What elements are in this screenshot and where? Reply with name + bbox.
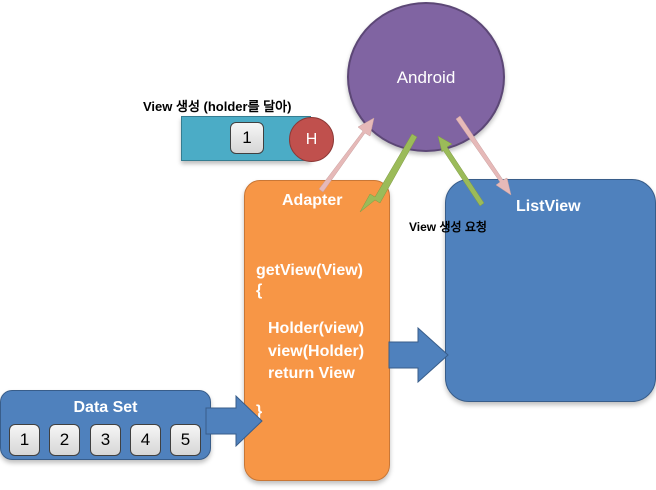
view-request-caption: View 생성 요청 bbox=[409, 220, 487, 234]
dataset-item: 1 bbox=[9, 424, 40, 456]
adapter-to-android-arrow bbox=[318, 117, 375, 193]
code-view-call: view(Holder) bbox=[268, 343, 365, 360]
code-open-brace: { bbox=[256, 282, 263, 299]
dataset-item: 3 bbox=[90, 424, 121, 456]
listview-box bbox=[445, 179, 656, 402]
view-create-caption: View 생성 (holder를 달아) bbox=[143, 99, 292, 114]
android-to-adapter-arrow bbox=[359, 133, 418, 213]
listview-label: ListView bbox=[516, 198, 581, 215]
dataset-item: 4 bbox=[130, 424, 161, 456]
dataset-to-adapter-arrow bbox=[205, 394, 263, 448]
code-close-brace: } bbox=[256, 403, 263, 420]
android-to-listview-arrow bbox=[455, 115, 512, 196]
holder-view-item: 1 bbox=[230, 122, 264, 154]
code-getview: getView(View) bbox=[256, 262, 363, 279]
android-node bbox=[347, 2, 505, 152]
dataset-item: 5 bbox=[170, 424, 201, 456]
adapter-to-listview-arrow bbox=[388, 326, 449, 384]
listview-to-android-arrow bbox=[437, 135, 485, 207]
android-label: Android bbox=[396, 68, 456, 87]
code-holder-call: Holder(view) bbox=[268, 320, 365, 337]
adapter-title: Adapter bbox=[282, 192, 343, 209]
adapter-box bbox=[244, 180, 390, 481]
dataset-item: 2 bbox=[49, 424, 80, 456]
holder-badge: H bbox=[289, 117, 334, 162]
code-return: return View bbox=[268, 365, 355, 382]
dataset-title: Data Set bbox=[73, 399, 138, 416]
